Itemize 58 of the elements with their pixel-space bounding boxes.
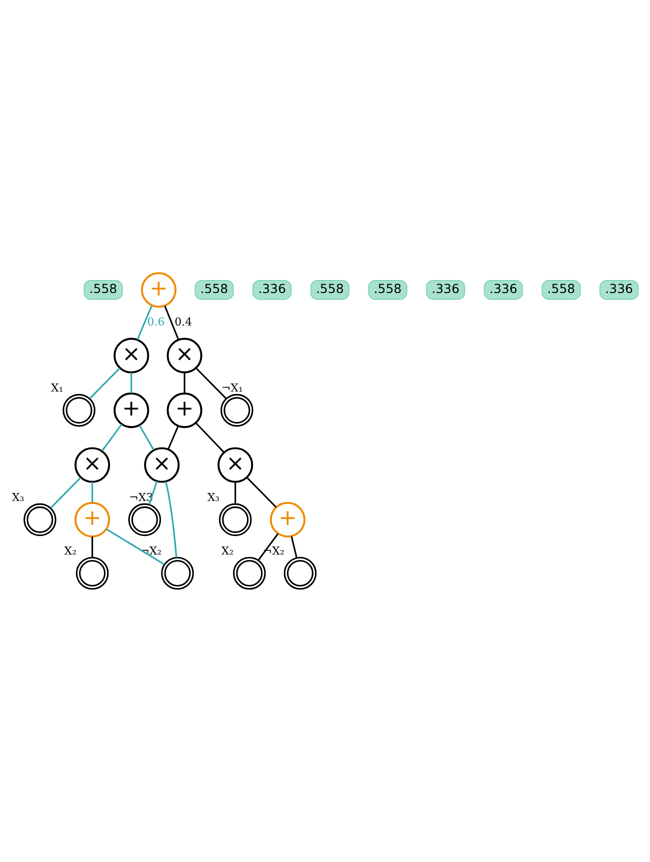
node-circle (24, 503, 56, 536)
node-circle (284, 556, 317, 590)
node-box: .558 (84, 280, 123, 300)
node-box: .336 (484, 280, 523, 300)
node-circle: × (144, 447, 180, 483)
connector (101, 424, 122, 452)
connector (89, 368, 120, 400)
connector (258, 533, 279, 561)
connector (196, 368, 227, 400)
connector (106, 528, 165, 566)
node-circle: + (114, 392, 150, 428)
node-circle (76, 556, 109, 590)
connector (290, 536, 298, 558)
node-label: ¬X₂ (262, 544, 284, 558)
node-box: .558 (368, 280, 408, 300)
connector (165, 481, 178, 558)
node-label: X₃ (207, 491, 220, 504)
node-box: .336 (600, 280, 639, 300)
node-circle (128, 503, 162, 536)
node-box: .336 (252, 280, 292, 300)
node-label: X₁ (51, 382, 64, 395)
connector (136, 305, 153, 340)
node-label: ¬X₂ (140, 544, 162, 558)
node-label: X₃ (12, 491, 24, 504)
node-circle: + (166, 392, 202, 428)
connector (50, 477, 82, 508)
connector (92, 482, 94, 503)
node-circle: × (114, 338, 150, 374)
connector (92, 536, 94, 558)
connector (168, 426, 179, 450)
node-box: .558 (542, 280, 581, 300)
connector (184, 372, 186, 394)
connector (164, 306, 180, 340)
node-box: .558 (194, 280, 234, 300)
node-circle (161, 556, 194, 590)
node-label: ¬X₁ (222, 382, 243, 395)
node-box: .336 (426, 280, 466, 300)
edge-label: 0.4 (174, 316, 192, 329)
node-circle: × (74, 447, 110, 483)
node-box: .558 (310, 280, 350, 300)
node-circle: + (140, 272, 176, 308)
node-circle (62, 394, 96, 427)
node-circle (232, 556, 266, 590)
node-circle: × (166, 338, 202, 374)
node-circle: + (270, 502, 306, 538)
node-circle (218, 503, 252, 536)
node-label: X₂ (221, 544, 234, 558)
node-label: X₂ (64, 544, 76, 558)
connector (148, 480, 158, 505)
connector (234, 482, 236, 504)
connector (138, 424, 154, 450)
edge-label: 0.6 (147, 316, 165, 329)
node-circle: + (74, 502, 110, 538)
connector (130, 372, 132, 394)
node-circle: × (218, 447, 254, 483)
connector (246, 477, 277, 508)
connector (195, 422, 225, 453)
node-circle (220, 394, 254, 427)
